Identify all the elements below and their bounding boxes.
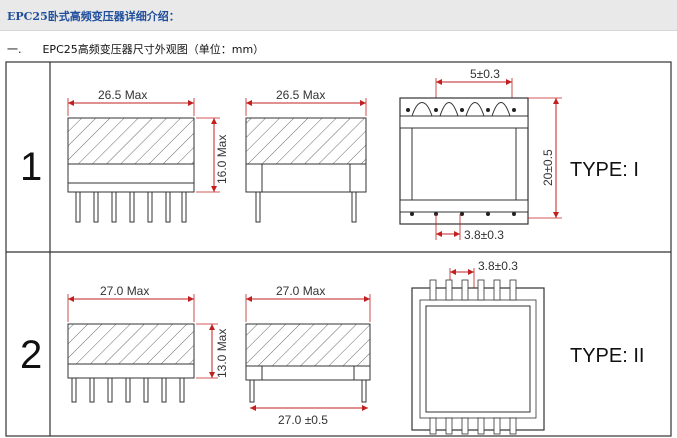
- pitch-bottom-label-1: 3.8±0.3: [464, 228, 504, 242]
- width-label-2b: 27.0 Max: [276, 284, 325, 298]
- article-title: EPC25卧式高频变压器详细介绍：: [7, 10, 180, 23]
- section-label: 一.: [7, 43, 22, 56]
- top-view-2: 3.8±0.3: [411, 259, 545, 435]
- pitch-top-label-1: 5±0.3: [470, 67, 500, 81]
- side-view-2: 27.0 Max 27.0 ±0.5: [245, 284, 371, 427]
- side-view-1: 26.5 Max: [245, 88, 367, 223]
- height-label-2: 13.0 Max: [215, 329, 229, 378]
- width-label-2a: 27.0 Max: [100, 284, 149, 298]
- bottom-label-2: 27.0 ±0.5: [278, 413, 328, 427]
- row-2: 2 27.0 Max 13.0 Max: [20, 259, 644, 435]
- title-bar: EPC25卧式高频变压器详细介绍：: [0, 0, 677, 31]
- type-label-1: TYPE: I: [570, 159, 639, 181]
- front-view-1: 26.5 Max 16.0 Max: [67, 88, 229, 223]
- type-label-2: TYPE: II: [570, 345, 644, 367]
- section-heading: 一. EPC25高频变压器尺寸外观图（单位：mm）: [7, 41, 264, 57]
- width-label-1b: 26.5 Max: [276, 88, 325, 102]
- table-frame: [5, 61, 672, 437]
- width-label-1a: 26.5 Max: [98, 88, 147, 102]
- height-side-label-1: 20±0.5: [541, 149, 555, 186]
- dimension-drawing: 1 26.5 Max 16.0 Max: [5, 61, 672, 437]
- row-number-2: 2: [20, 333, 42, 377]
- top-view-1: 5±0.3 20±0.5 3.8±0.3: [399, 67, 562, 242]
- row-1: 1 26.5 Max 16.0 Max: [20, 67, 639, 242]
- section-text: EPC25高频变压器尺寸外观图（单位：mm）: [42, 43, 265, 56]
- height-label-1: 16.0 Max: [215, 135, 229, 184]
- front-view-2: 27.0 Max 13.0 Max: [67, 284, 229, 403]
- row-number-1: 1: [20, 145, 42, 189]
- pitch-top-label-2: 3.8±0.3: [478, 259, 518, 273]
